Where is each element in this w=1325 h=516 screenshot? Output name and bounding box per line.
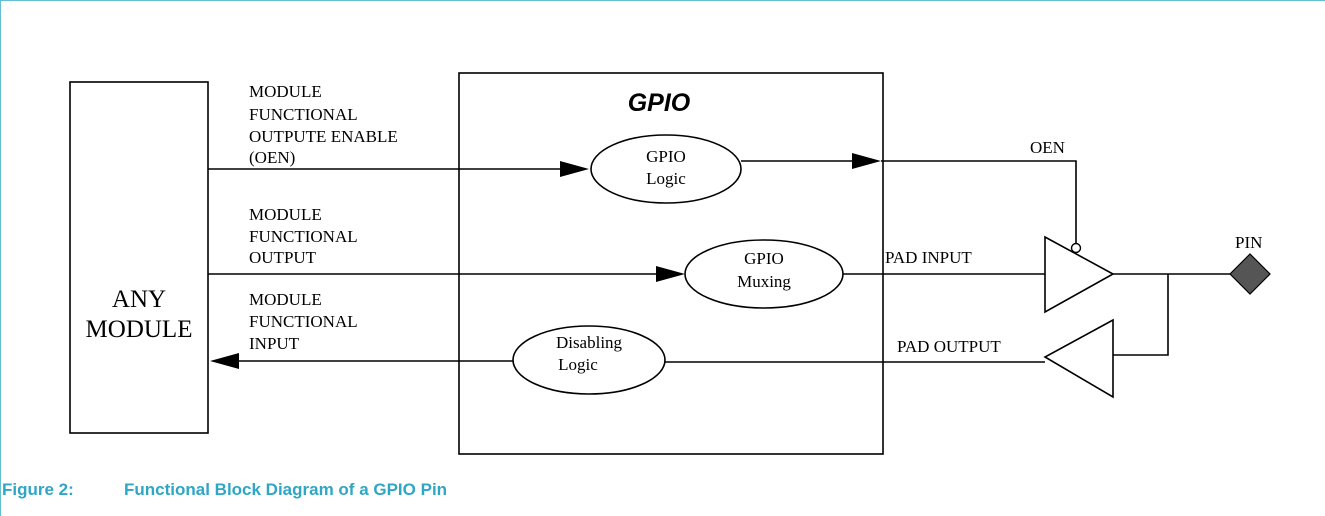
gpio-logic-label-line1: GPIO: [646, 147, 686, 166]
oen-input-label-line1: MODULE: [249, 82, 322, 101]
any-module-label-line2: MODULE: [86, 316, 193, 343]
disabling-logic-label-line2: Logic: [558, 355, 598, 374]
input-buffer-triangle: [1043, 318, 1114, 399]
oen-out-label: OEN: [1030, 138, 1065, 157]
gpio-title: GPIO: [628, 89, 691, 117]
input-label-line1: MODULE: [249, 290, 322, 309]
output-arrow: [656, 266, 685, 282]
oen-input-label-line3: OUTPUTE ENABLE: [249, 127, 398, 146]
any-module-box: [69, 81, 209, 434]
gpio-muxing-label-line2: Muxing: [737, 272, 791, 291]
input-label-line2: FUNCTIONAL: [249, 312, 358, 331]
figure-caption: Functional Block Diagram of a GPIO Pin: [124, 480, 447, 499]
oen-input-label-line4: (OEN): [249, 148, 295, 167]
figure-number: Figure 2:: [2, 480, 74, 499]
gpio-logic-out-arrow: [852, 153, 881, 169]
gpio-logic-ellipse: [590, 134, 742, 204]
disabling-logic-ellipse: [512, 325, 666, 395]
input-arrow: [210, 353, 239, 369]
pad-input-label: PAD INPUT: [885, 248, 972, 267]
output-buffer-triangle: [1044, 235, 1115, 314]
output-label-line1: MODULE: [249, 205, 322, 224]
input-label-line3: INPUT: [249, 334, 300, 353]
oen-input-label-line2: FUNCTIONAL: [249, 105, 358, 124]
output-label-line3: OUTPUT: [249, 248, 317, 267]
pin-feedback-line: [1113, 274, 1169, 356]
disabling-logic-label-line1: Disabling: [556, 333, 623, 352]
gpio-muxing-label-line1: GPIO: [744, 249, 784, 268]
oen-out-line: [881, 160, 1077, 244]
oen-inversion-bubble: [1070, 242, 1082, 254]
pad-output-label: PAD OUTPUT: [897, 337, 1001, 356]
output-label-line2: FUNCTIONAL: [249, 227, 358, 246]
pin-diamond: [1229, 253, 1271, 295]
pin-label: PIN: [1235, 233, 1262, 252]
any-module-label-line1: ANY: [112, 286, 166, 313]
gpio-logic-label-line2: Logic: [646, 169, 686, 188]
oen-input-arrow: [560, 161, 589, 177]
